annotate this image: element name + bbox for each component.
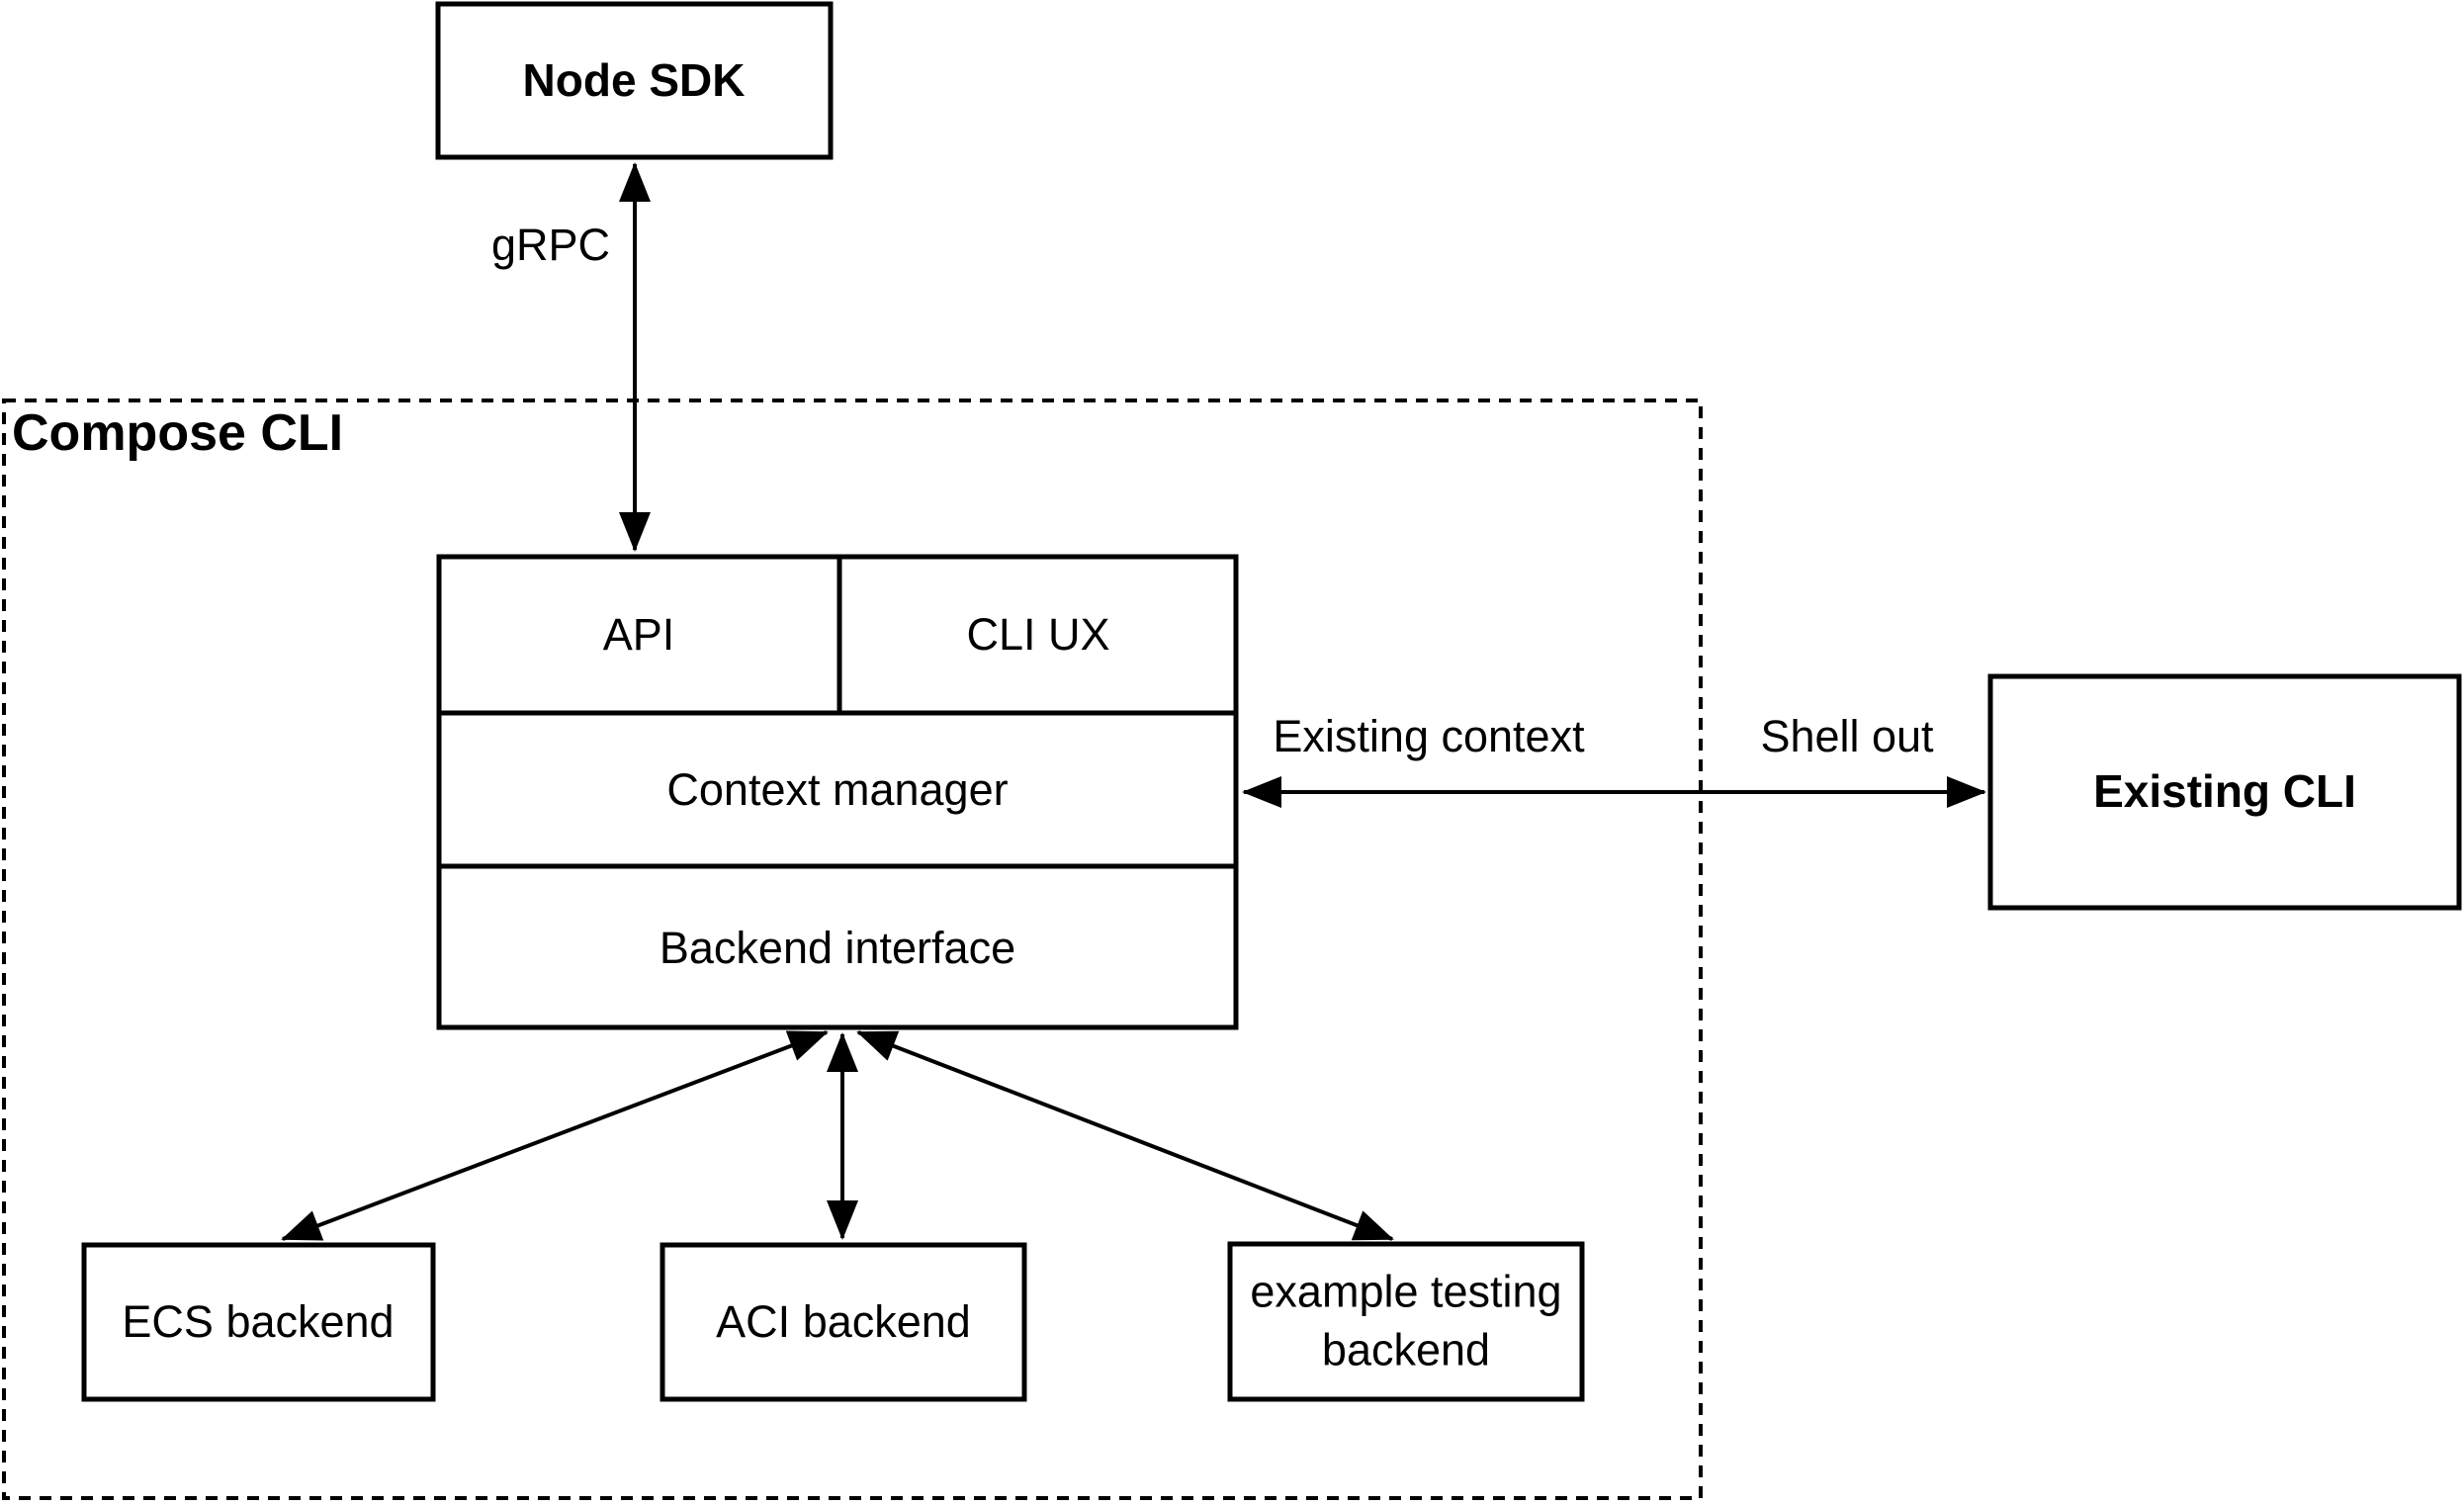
ecs-backend-label: ECS backend — [122, 1295, 395, 1347]
node-sdk-box — [435, 1, 834, 160]
grpc-edge-label: gRPC — [490, 219, 611, 270]
backend-interface-label: Backend interface — [659, 922, 1016, 973]
aci-backend-box — [660, 1242, 1027, 1402]
existing-context-edge-label: Existing context — [1273, 710, 1585, 761]
compose-cli-container-label: Compose CLI — [12, 404, 344, 462]
node-sdk-label: Node SDK — [522, 54, 746, 107]
edge-backend-to-example — [856, 1030, 1394, 1241]
cli-ux-label: CLI UX — [966, 608, 1110, 660]
ecs-backend-box — [81, 1242, 436, 1402]
example-testing-backend-label: example testing backend — [1250, 1266, 1562, 1375]
context-manager-label: Context manager — [666, 763, 1009, 815]
existing-cli-label: Existing CLI — [2093, 765, 2356, 818]
compose-cli-container-box — [2, 399, 1703, 1500]
edge-backend-to-ecs — [281, 1030, 829, 1241]
shell-out-edge-label: Shell out — [1760, 710, 1934, 761]
existing-cli-box — [1987, 673, 2462, 911]
example-testing-backend-box — [1227, 1241, 1585, 1402]
aci-backend-label: ACI backend — [716, 1295, 971, 1347]
api-label: API — [602, 608, 675, 660]
